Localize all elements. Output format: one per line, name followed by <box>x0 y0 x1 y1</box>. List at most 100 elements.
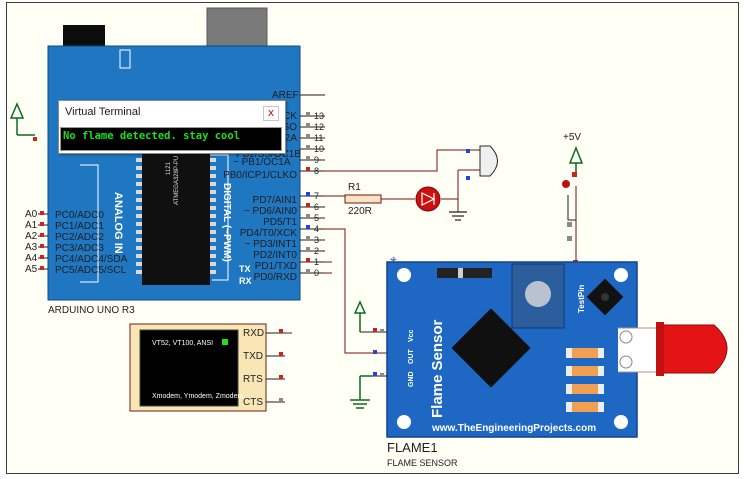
button-marker-1 <box>572 172 577 177</box>
svg-text:7: 7 <box>314 191 319 201</box>
svg-text:8: 8 <box>314 166 319 176</box>
svg-text:11: 11 <box>314 133 323 143</box>
svg-text:PC5/ADC5/SCL: PC5/ADC5/SCL <box>55 265 127 276</box>
mount-hole-1 <box>397 268 411 282</box>
svg-text:PD2/INT0: PD2/INT0 <box>253 250 297 261</box>
vt-line2: Xmodem, Ymodem, Zmodem <box>152 393 243 400</box>
aref-label: AREF <box>272 90 299 101</box>
svg-text:PD4/T0/XCK: PD4/T0/XCK <box>240 228 298 239</box>
origin-marker-icon: ⌖ <box>390 252 397 266</box>
button-marker-2 <box>567 222 572 227</box>
net-a4: A4 <box>25 253 38 264</box>
resistor-ref: R1 <box>348 182 361 193</box>
vt-pin-cts: CTS <box>243 397 263 408</box>
label-pb2: PB2/SS/OC1B <box>236 149 301 160</box>
resistor-r1[interactable] <box>344 194 382 204</box>
vt-device-screen <box>139 329 239 407</box>
mount-hole-3 <box>397 415 411 429</box>
terminal-marker <box>33 137 37 141</box>
module-marker-b <box>380 373 384 377</box>
net-a0: A0 <box>25 209 38 220</box>
buzzer-marker <box>466 149 470 153</box>
flame-led-base <box>656 322 664 376</box>
mount-hole-2 <box>614 268 628 282</box>
svg-text:0: 0 <box>314 268 319 278</box>
svg-text:PC3/ADC3: PC3/ADC3 <box>55 243 104 254</box>
module-power-icon <box>353 300 367 332</box>
svg-text:13: 13 <box>314 111 324 121</box>
vt-marker-txd <box>279 352 283 356</box>
ground-icon <box>449 211 467 221</box>
svg-text:1: 1 <box>314 257 319 267</box>
svg-text:2: 2 <box>314 246 319 256</box>
button-marker-3 <box>567 236 572 241</box>
board-outline-mark <box>119 49 131 69</box>
module-marker-a <box>380 329 384 333</box>
module-ground-icon <box>350 375 372 409</box>
svg-text:PC1/ADC1: PC1/ADC1 <box>55 221 104 232</box>
vt-led <box>222 339 228 345</box>
svg-text:PD5/T1: PD5/T1 <box>263 217 297 228</box>
window-title: Virtual Terminal <box>65 106 141 118</box>
tx-label: TX <box>239 264 251 274</box>
module-marker-gnd <box>373 372 377 376</box>
close-button[interactable]: x <box>263 106 279 121</box>
analog-pin-names: PC0/ADC0 PC1/ADC1 PC2/ADC2 PC3/ADC3 PC4/… <box>55 210 128 276</box>
svg-text:3: 3 <box>314 235 319 245</box>
testpin-label: TestPin <box>577 285 586 313</box>
svg-text:6: 6 <box>314 202 319 212</box>
module-marker-vcc <box>373 328 377 332</box>
vt-marker-rxd <box>279 329 283 333</box>
svg-text:PC0/ADC0: PC0/ADC0 <box>55 210 104 221</box>
flame-led[interactable] <box>658 324 728 374</box>
chip-label: ATMEGA328P-PU <box>174 156 180 205</box>
module-pin-vcc: Vcc <box>408 329 415 342</box>
module-title: Flame Sensor <box>429 319 446 418</box>
led-diode-icon <box>421 192 436 206</box>
net-a3: A3 <box>25 242 38 253</box>
svg-text:10: 10 <box>314 144 324 154</box>
testpin-dot <box>601 293 609 301</box>
svg-text:PD7/AIN1: PD7/AIN1 <box>253 195 298 206</box>
terminal-output: No flame detected. stay cool <box>63 130 241 142</box>
resistor-value: 220R <box>348 206 372 217</box>
power-terminal-icon <box>9 102 35 136</box>
vt-pin-rts: RTS <box>243 374 263 385</box>
led-indicator[interactable] <box>415 186 441 212</box>
vt-line1: VT52, VT100, ANSI <box>152 340 213 347</box>
vt-pins <box>266 332 285 403</box>
svg-text:~ PD6/AIN0: ~ PD6/AIN0 <box>244 206 298 217</box>
analog-header: ANALOG IN <box>112 192 124 254</box>
svg-text:12: 12 <box>314 122 324 132</box>
flame-led-pad-1 <box>619 330 633 344</box>
svg-text:PC4/ADC4/SDA: PC4/ADC4/SDA <box>55 254 128 265</box>
digital-pin-markers <box>306 112 310 273</box>
svg-text:9: 9 <box>314 155 319 165</box>
net-a5: A5 <box>25 264 38 275</box>
buzzer[interactable] <box>479 145 498 177</box>
button-cap[interactable] <box>562 180 570 188</box>
vt-pin-rxd: RXD <box>243 328 264 339</box>
push-button[interactable] <box>567 195 576 221</box>
svg-text:SCK: SCK <box>276 111 297 122</box>
module-diode <box>437 268 492 278</box>
terminal-screen[interactable]: No flame detected. stay cool <box>60 127 282 151</box>
module-pin-gnd: GND <box>408 371 415 387</box>
digital-header: DIGITAL (~PWM) <box>221 183 232 262</box>
atmega-chip <box>142 145 210 285</box>
svg-text:PD0/RXD: PD0/RXD <box>254 272 297 283</box>
label-pb1: ~ PB1/OC1A <box>233 157 291 168</box>
svg-text:~ PD3/INT1: ~ PD3/INT1 <box>244 239 297 250</box>
potentiometer-knob <box>525 281 551 307</box>
net-a1: A1 <box>25 220 38 231</box>
board-analog-outline <box>80 164 99 283</box>
led-marker <box>466 176 470 180</box>
digital-pin-leads <box>300 115 325 274</box>
module-diode-band <box>458 268 463 278</box>
virtual-terminal-window[interactable]: Virtual Terminal x No flame detected. st… <box>58 100 286 154</box>
module-desc: FLAME SENSOR <box>387 458 458 468</box>
svg-text:PB0/ICP1/CLKO: PB0/ICP1/CLKO <box>223 170 297 181</box>
digital-pin-numbers: 13 12 11 10 9 8 7 6 5 4 3 2 1 0 <box>314 111 324 278</box>
vcc-label: +5V <box>563 132 581 143</box>
